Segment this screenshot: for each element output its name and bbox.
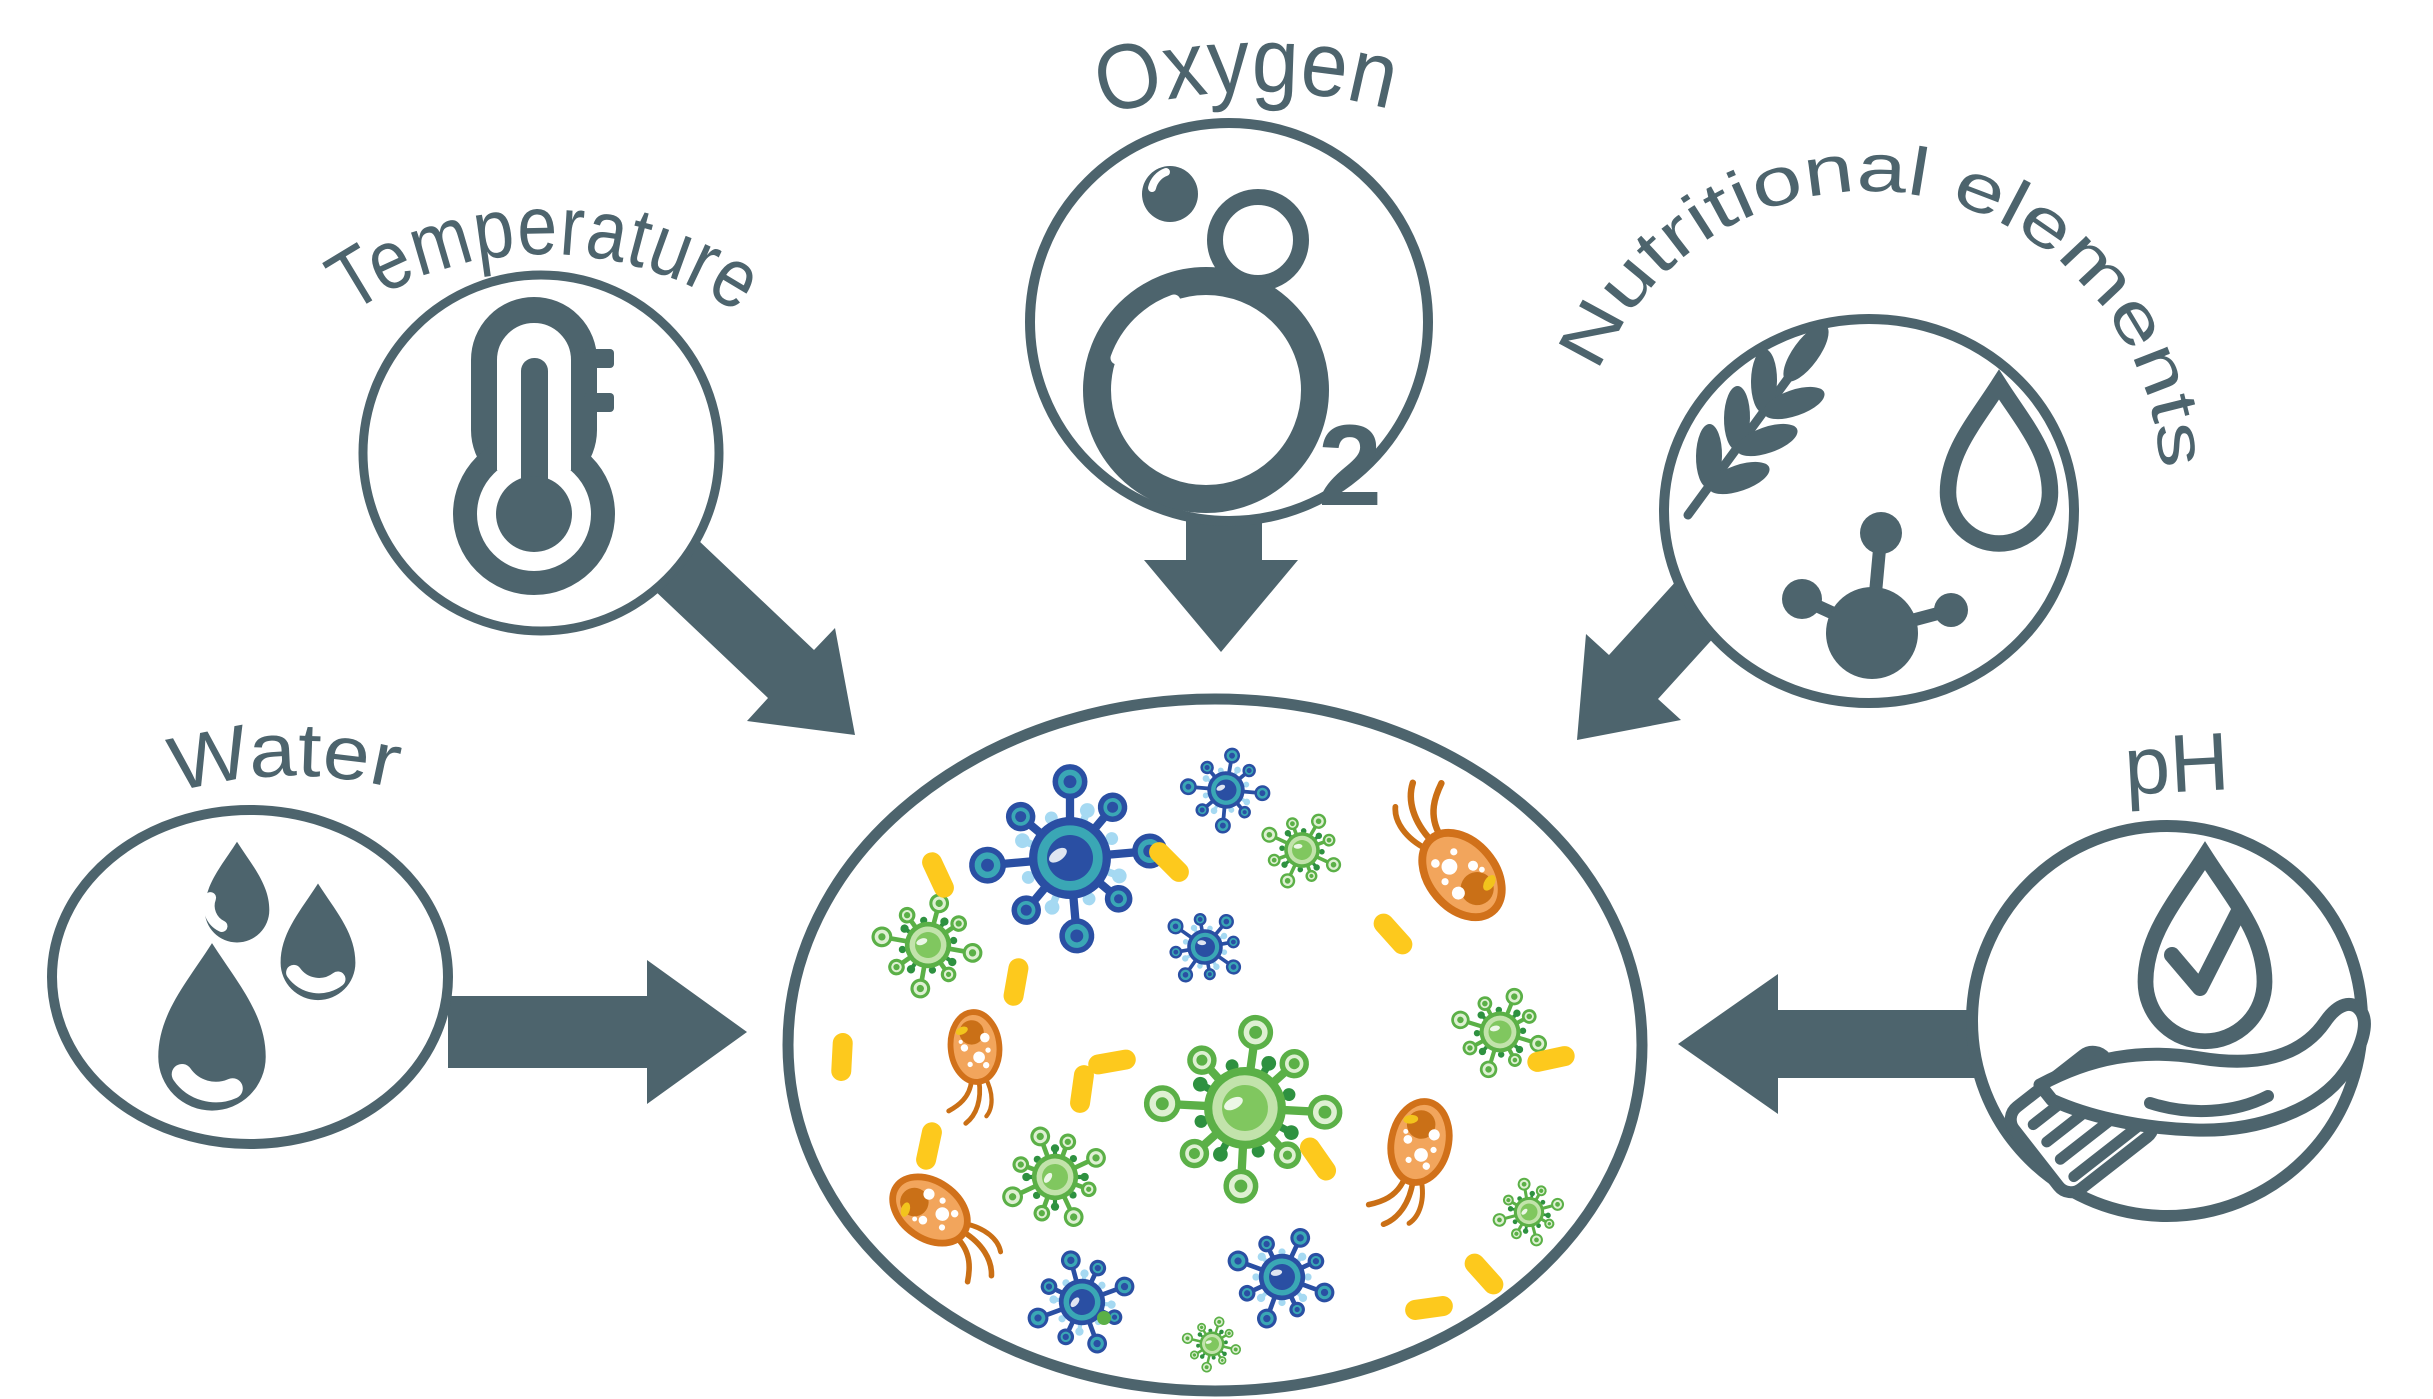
water-arrow — [448, 960, 747, 1104]
molecule-icon — [1782, 512, 1968, 679]
ph-arrow — [1678, 974, 1975, 1114]
water-drops-icon — [158, 841, 356, 1111]
wheat-drop-molecule-icon — [1683, 324, 2050, 679]
factor-oxygen: Oxygen 2 — [1025, 9, 1433, 652]
microbial-culture — [782, 693, 1648, 1397]
factor-water: Water — [47, 707, 747, 1149]
thumb-line — [2144, 1090, 2274, 1118]
oxygen-label: Oxygen — [1084, 9, 1408, 134]
oxygen-arrow — [1144, 510, 1298, 652]
factor-temperature: Temperature — [311, 178, 855, 735]
thermometer-icon — [453, 297, 615, 595]
oxygen-bubbles-icon: 2 — [1083, 166, 1382, 530]
water-label: Water — [162, 707, 409, 808]
oxygen-circle — [1025, 118, 1433, 526]
hand-water-drop-check-icon — [2004, 856, 2371, 1199]
temperature-arrow — [632, 521, 855, 735]
check-icon — [2164, 905, 2246, 996]
water-circle — [47, 805, 453, 1149]
factor-ph: pH — [1678, 716, 2371, 1222]
hand-icon — [2033, 997, 2371, 1137]
factor-nutritional-elements: Nutritional elements — [1543, 129, 2222, 740]
wheat-icon — [1683, 324, 1829, 520]
green-dot-microbe — [1097, 1311, 1111, 1325]
yellow-bacillus-icon — [830, 1032, 854, 1082]
o2-subscript: 2 — [1318, 402, 1382, 530]
ph-label: pH — [2122, 716, 2231, 812]
